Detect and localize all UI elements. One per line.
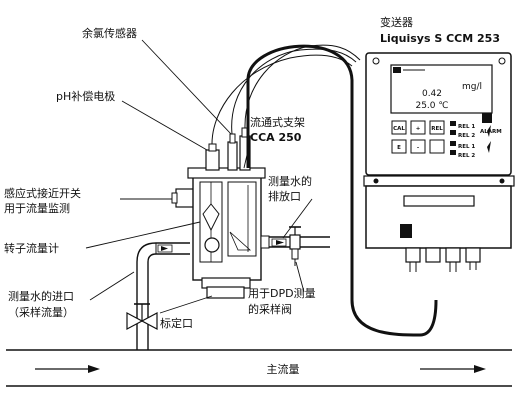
key-cal[interactable]: CAL bbox=[393, 126, 405, 132]
display-unit: mg/l bbox=[462, 82, 482, 92]
display-value: 0.42 bbox=[422, 89, 442, 99]
label-drain-1: 测量水的 bbox=[268, 174, 312, 188]
calibration-port bbox=[201, 277, 251, 299]
indicator-alarm: ALARM bbox=[480, 129, 502, 135]
ph-electrode bbox=[205, 143, 220, 171]
key-e[interactable]: E bbox=[397, 145, 401, 151]
dpd-sampling-valve bbox=[289, 226, 301, 266]
sensor-cables bbox=[211, 44, 361, 145]
label-inlet-1: 测量水的进口 bbox=[8, 289, 74, 303]
main-flow-label: 主流量 bbox=[267, 362, 300, 376]
label-proximity-switch-1: 感应式接近开关 bbox=[4, 186, 81, 200]
indicator-rel2-top: REL 2 bbox=[458, 133, 475, 139]
indicator-rel2-bottom: REL 2 bbox=[458, 153, 475, 159]
inlet-sampling-valve bbox=[126, 303, 158, 330]
rotameter-ball bbox=[204, 237, 220, 253]
display-temperature: 25.0 ℃ bbox=[415, 101, 448, 111]
transmitter-keypad bbox=[391, 113, 492, 155]
indicator-rel1-bottom: REL 1 bbox=[458, 144, 475, 150]
flow-holder-top-plate bbox=[187, 167, 266, 179]
key-minus[interactable]: - bbox=[417, 145, 419, 151]
label-dpd-valve-1: 用于DPD测量 bbox=[248, 287, 316, 300]
rotameter-float bbox=[202, 203, 220, 232]
label-ph-electrode: pH补偿电极 bbox=[56, 89, 115, 103]
label-inlet-2: （采样流量） bbox=[8, 305, 74, 319]
proximity-switch bbox=[171, 188, 197, 208]
chlorine-sensor bbox=[227, 127, 251, 171]
label-transmitter-model: Liquisys S CCM 253 bbox=[380, 32, 500, 45]
label-chlorine-sensor: 余氯传感器 bbox=[82, 26, 137, 40]
label-flow-holder-model: CCA 250 bbox=[250, 131, 302, 144]
inlet-pipe bbox=[136, 242, 190, 350]
main-pipe bbox=[6, 349, 512, 387]
label-dpd-valve-2: 的采样阀 bbox=[248, 302, 292, 316]
label-calibration-port: 标定口 bbox=[160, 316, 193, 330]
label-rotameter: 转子流量计 bbox=[4, 241, 59, 255]
leader-lines bbox=[85, 39, 313, 314]
key-plus[interactable]: + bbox=[416, 126, 421, 132]
indicator-rel1-top: REL 1 bbox=[458, 124, 475, 130]
label-flow-holder: 流通式支架 bbox=[250, 115, 305, 129]
transmitter-cable-loop bbox=[246, 44, 438, 337]
label-drain-2: 排放口 bbox=[268, 189, 301, 203]
label-transmitter: 变送器 bbox=[380, 15, 413, 29]
key-rel[interactable]: REL bbox=[431, 126, 443, 132]
transmitter-display bbox=[390, 64, 493, 114]
label-proximity-switch-2: 用于流量监测 bbox=[4, 201, 70, 215]
